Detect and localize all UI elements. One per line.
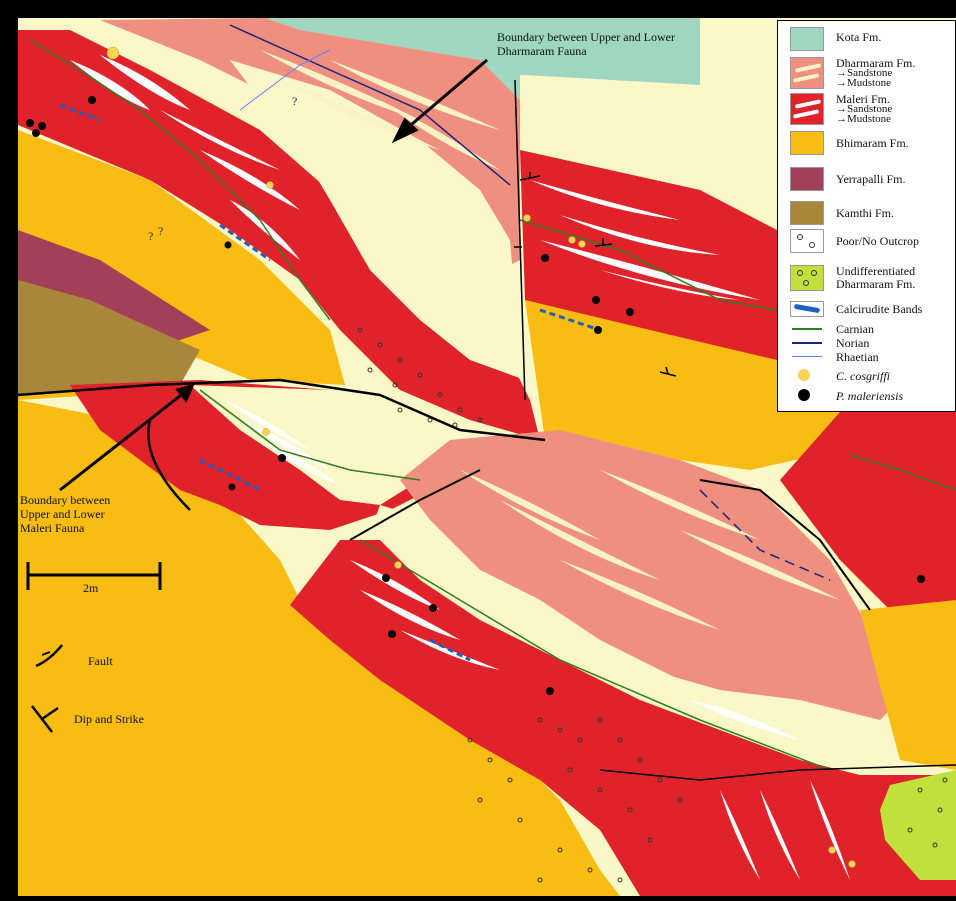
legend-swatch-poor-outcrop bbox=[790, 229, 824, 253]
legend-sub-maleri-mudstone: Mudstone bbox=[847, 113, 891, 125]
legend-swatch-kamthi bbox=[790, 201, 824, 225]
upper-boundary-note: Boundary between Upper and Lower Dharmar… bbox=[497, 30, 675, 58]
legend-line-rhaetian bbox=[792, 356, 822, 357]
legend-sub-dharmaram-mudstone: Mudstone bbox=[847, 77, 891, 89]
legend-label-kota: Kota Fm. bbox=[836, 31, 881, 43]
svg-text:?: ? bbox=[292, 94, 297, 108]
legend-label-undiff-line-2: Dharmaram Fm. bbox=[836, 278, 915, 290]
legend: Kota Fm. Dharmaram Fm. →Sandstone →Mudst… bbox=[777, 20, 956, 412]
legend-label-c-cosgriffi: C. cosgriffi bbox=[836, 370, 890, 382]
legend-swatch-maleri bbox=[790, 93, 824, 125]
legend-label-p-maleriensis: P. maleriensis bbox=[836, 390, 903, 402]
legend-label-norian: Norian bbox=[836, 337, 869, 349]
upper-boundary-line-2: Dharmaram Fauna bbox=[497, 44, 675, 58]
legend-line-carnian bbox=[792, 328, 822, 330]
legend-line-norian bbox=[792, 342, 822, 344]
legend-label-kamthi: Kamthi Fm. bbox=[836, 207, 894, 219]
legend-swatch-yerrapalli bbox=[790, 167, 824, 191]
legend-label-yerrapalli: Yerrapalli Fm. bbox=[836, 173, 905, 185]
legend-label-bhimaram: Bhimaram Fm. bbox=[836, 137, 909, 149]
lower-boundary-note: Boundary between Upper and Lower Maleri … bbox=[20, 493, 110, 535]
legend-label-poor-outcrop: Poor/No Outcrop bbox=[836, 235, 919, 247]
legend-swatch-undifferentiated bbox=[790, 265, 824, 291]
legend-dot-p-maleriensis bbox=[798, 389, 810, 401]
dip-strike-legend-label: Dip and Strike bbox=[74, 712, 144, 727]
scale-label: 2m bbox=[83, 581, 99, 595]
svg-text:?: ? bbox=[158, 224, 163, 238]
legend-swatch-calcirudite bbox=[790, 301, 824, 317]
legend-label-rhaetian: Rhaetian bbox=[836, 351, 879, 363]
upper-boundary-line-1: Boundary between Upper and Lower bbox=[497, 30, 675, 44]
lower-boundary-line-3: Maleri Fauna bbox=[20, 521, 110, 535]
fault-legend-label: Fault bbox=[88, 654, 113, 669]
legend-dot-c-cosgriffi bbox=[798, 369, 810, 381]
legend-swatch-dharmaram bbox=[790, 57, 824, 89]
legend-swatch-kota bbox=[790, 27, 824, 51]
lower-boundary-line-1: Boundary between bbox=[20, 493, 110, 507]
legend-label-calcirudite: Calcirudite Bands bbox=[836, 303, 922, 315]
svg-text:?: ? bbox=[148, 229, 153, 243]
legend-label-carnian: Carnian bbox=[836, 323, 874, 335]
legend-swatch-bhimaram bbox=[790, 131, 824, 155]
legend-label-undiff-line-1: Undifferentiated bbox=[836, 265, 915, 277]
lower-boundary-line-2: Upper and Lower bbox=[20, 507, 110, 521]
